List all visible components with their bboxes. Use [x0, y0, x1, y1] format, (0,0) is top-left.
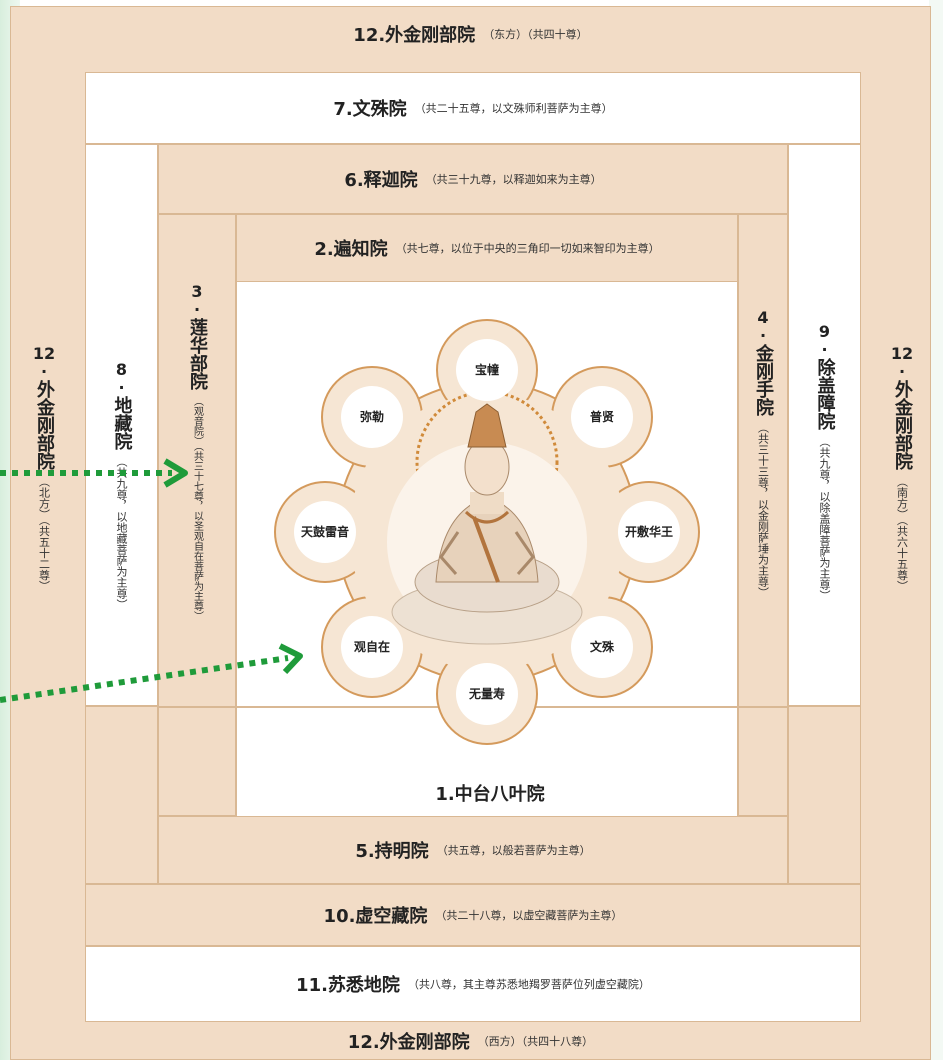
shijia-note: （共三十九尊，以释迦如来为主尊）	[425, 173, 602, 186]
xukong-right-cell	[788, 706, 861, 884]
suxidi-note: （共八尊，其主尊苏悉地羯罗菩萨位列虚空藏院）	[407, 978, 650, 991]
wenshu-court: 7.文殊院 （共二十五尊，以文殊师利菩萨为主尊）	[85, 72, 861, 144]
outer-top-name: 12.外金刚部院	[353, 25, 476, 46]
outer-bottom-name: 12.外金刚部院	[347, 1032, 470, 1053]
lianhua-label: 3 · 莲华部院 （观音院）（共三十七尊，以圣观自在菩萨为主尊）	[187, 282, 208, 621]
xukong-note: （共二十八尊，以虚空藏菩萨为主尊）	[435, 909, 623, 922]
suxidi-name: 11.苏悉地院	[296, 975, 400, 996]
dizang-note: （共九尊，以地藏菩萨为主尊）	[115, 456, 128, 610]
outer-bottom-label: 12.外金刚部院 （西方）（共四十八尊）	[10, 1024, 931, 1058]
lianhua-num: 3	[191, 282, 203, 301]
bianzhi-court: 2.遍知院 （共七尊，以位于中央的三角印一切如来智印为主尊）	[236, 214, 738, 282]
arrow-to-guanzizai	[0, 643, 303, 703]
petal-baochuang: 宝幢	[456, 339, 518, 401]
outer-top-label: 12.外金刚部院 （东方）（共四十尊）	[10, 14, 931, 54]
jingang-num: 4	[757, 308, 769, 327]
outer-left-num: 12	[32, 344, 56, 363]
jingang-court	[738, 214, 788, 816]
shijia-court: 6.释迦院 （共三十九尊，以释迦如来为主尊）	[158, 144, 788, 214]
xukong-name: 10.虚空藏院	[323, 906, 428, 927]
petal-wenshu: 文殊	[571, 616, 633, 678]
jingang-label: 4 · 金刚手院 （共三十三尊，以金刚萨埵为主尊）	[753, 308, 774, 598]
jingang-note: （共三十三尊，以金刚萨埵为主尊）	[756, 422, 770, 598]
lianhua-name: 莲华部院	[187, 318, 208, 390]
xukong-left-cell	[85, 706, 158, 884]
outer-left-name: 外金刚部院	[34, 380, 55, 470]
wenshu-note: （共二十五尊，以文殊师利菩萨为主尊）	[414, 102, 613, 115]
chiming-note: （共五尊，以般若菩萨为主尊）	[436, 844, 591, 857]
lianhua-note: （观音院）（共三十七尊，以圣观自在菩萨为主尊）	[191, 396, 203, 621]
dizang-name: 地藏院	[111, 396, 133, 450]
outer-left-note: （北方）（共五十二尊）	[37, 476, 51, 592]
eight-petal-lotus	[274, 319, 700, 745]
petal-kaifuhuawang: 开敷华王	[618, 501, 680, 563]
chugai-label: 9 · 除盖障院 （共九尊，以除盖障菩萨为主尊）	[814, 322, 836, 601]
petal-mile: 弥勒	[341, 386, 403, 448]
outer-bottom-note: （西方）（共四十八尊）	[477, 1035, 594, 1048]
dizang-court	[85, 144, 158, 706]
outer-right-label: 12 · 外金刚部院 （南方）（共六十五尊）	[890, 344, 914, 592]
suxidi-court: 11.苏悉地院 （共八尊，其主尊苏悉地羯罗菩萨位列虚空藏院）	[85, 946, 861, 1022]
xukong-court: 10.虚空藏院 （共二十八尊，以虚空藏菩萨为主尊）	[85, 884, 861, 946]
center-title: 1.中台八叶院	[435, 784, 545, 805]
arrow-to-lianhua	[0, 458, 188, 488]
dizang-label: 8 · 地藏院 （共九尊，以地藏菩萨为主尊）	[111, 360, 133, 610]
petal-tiangu: 天鼓雷音	[294, 501, 356, 563]
background-right-strip	[929, 0, 943, 1060]
lianhua-court	[158, 214, 236, 816]
chiming-name: 5.持明院	[355, 841, 429, 862]
petal-guanzizai: 观自在	[341, 616, 403, 678]
chugai-note: （共九尊，以除盖障菩萨为主尊）	[818, 436, 831, 601]
bianzhi-name: 2.遍知院	[314, 239, 388, 260]
chugai-name: 除盖障院	[814, 358, 836, 430]
petal-puxian: 普贤	[571, 386, 633, 448]
outer-right-name: 外金刚部院	[892, 380, 913, 470]
outer-top-note: （东方）（共四十尊）	[483, 28, 588, 41]
jingang-name: 金刚手院	[753, 344, 774, 416]
chugai-court	[788, 144, 861, 706]
chiming-court: 5.持明院 （共五尊，以般若菩萨为主尊）	[158, 816, 788, 884]
outer-left-label: 12 · 外金刚部院 （北方）（共五十二尊）	[32, 344, 56, 592]
shijia-name: 6.释迦院	[344, 170, 418, 191]
bianzhi-note: （共七尊，以位于中央的三角印一切如来智印为主尊）	[395, 242, 660, 255]
petal-wuliangshou: 无量寿	[456, 663, 518, 725]
chugai-num: 9	[818, 322, 831, 341]
dizang-num: 8	[115, 360, 128, 379]
buddha-figure	[387, 390, 587, 645]
wenshu-name: 7.文殊院	[333, 99, 407, 120]
outer-right-note: （南方）（共六十五尊）	[895, 476, 909, 592]
outer-right-num: 12	[890, 344, 914, 363]
